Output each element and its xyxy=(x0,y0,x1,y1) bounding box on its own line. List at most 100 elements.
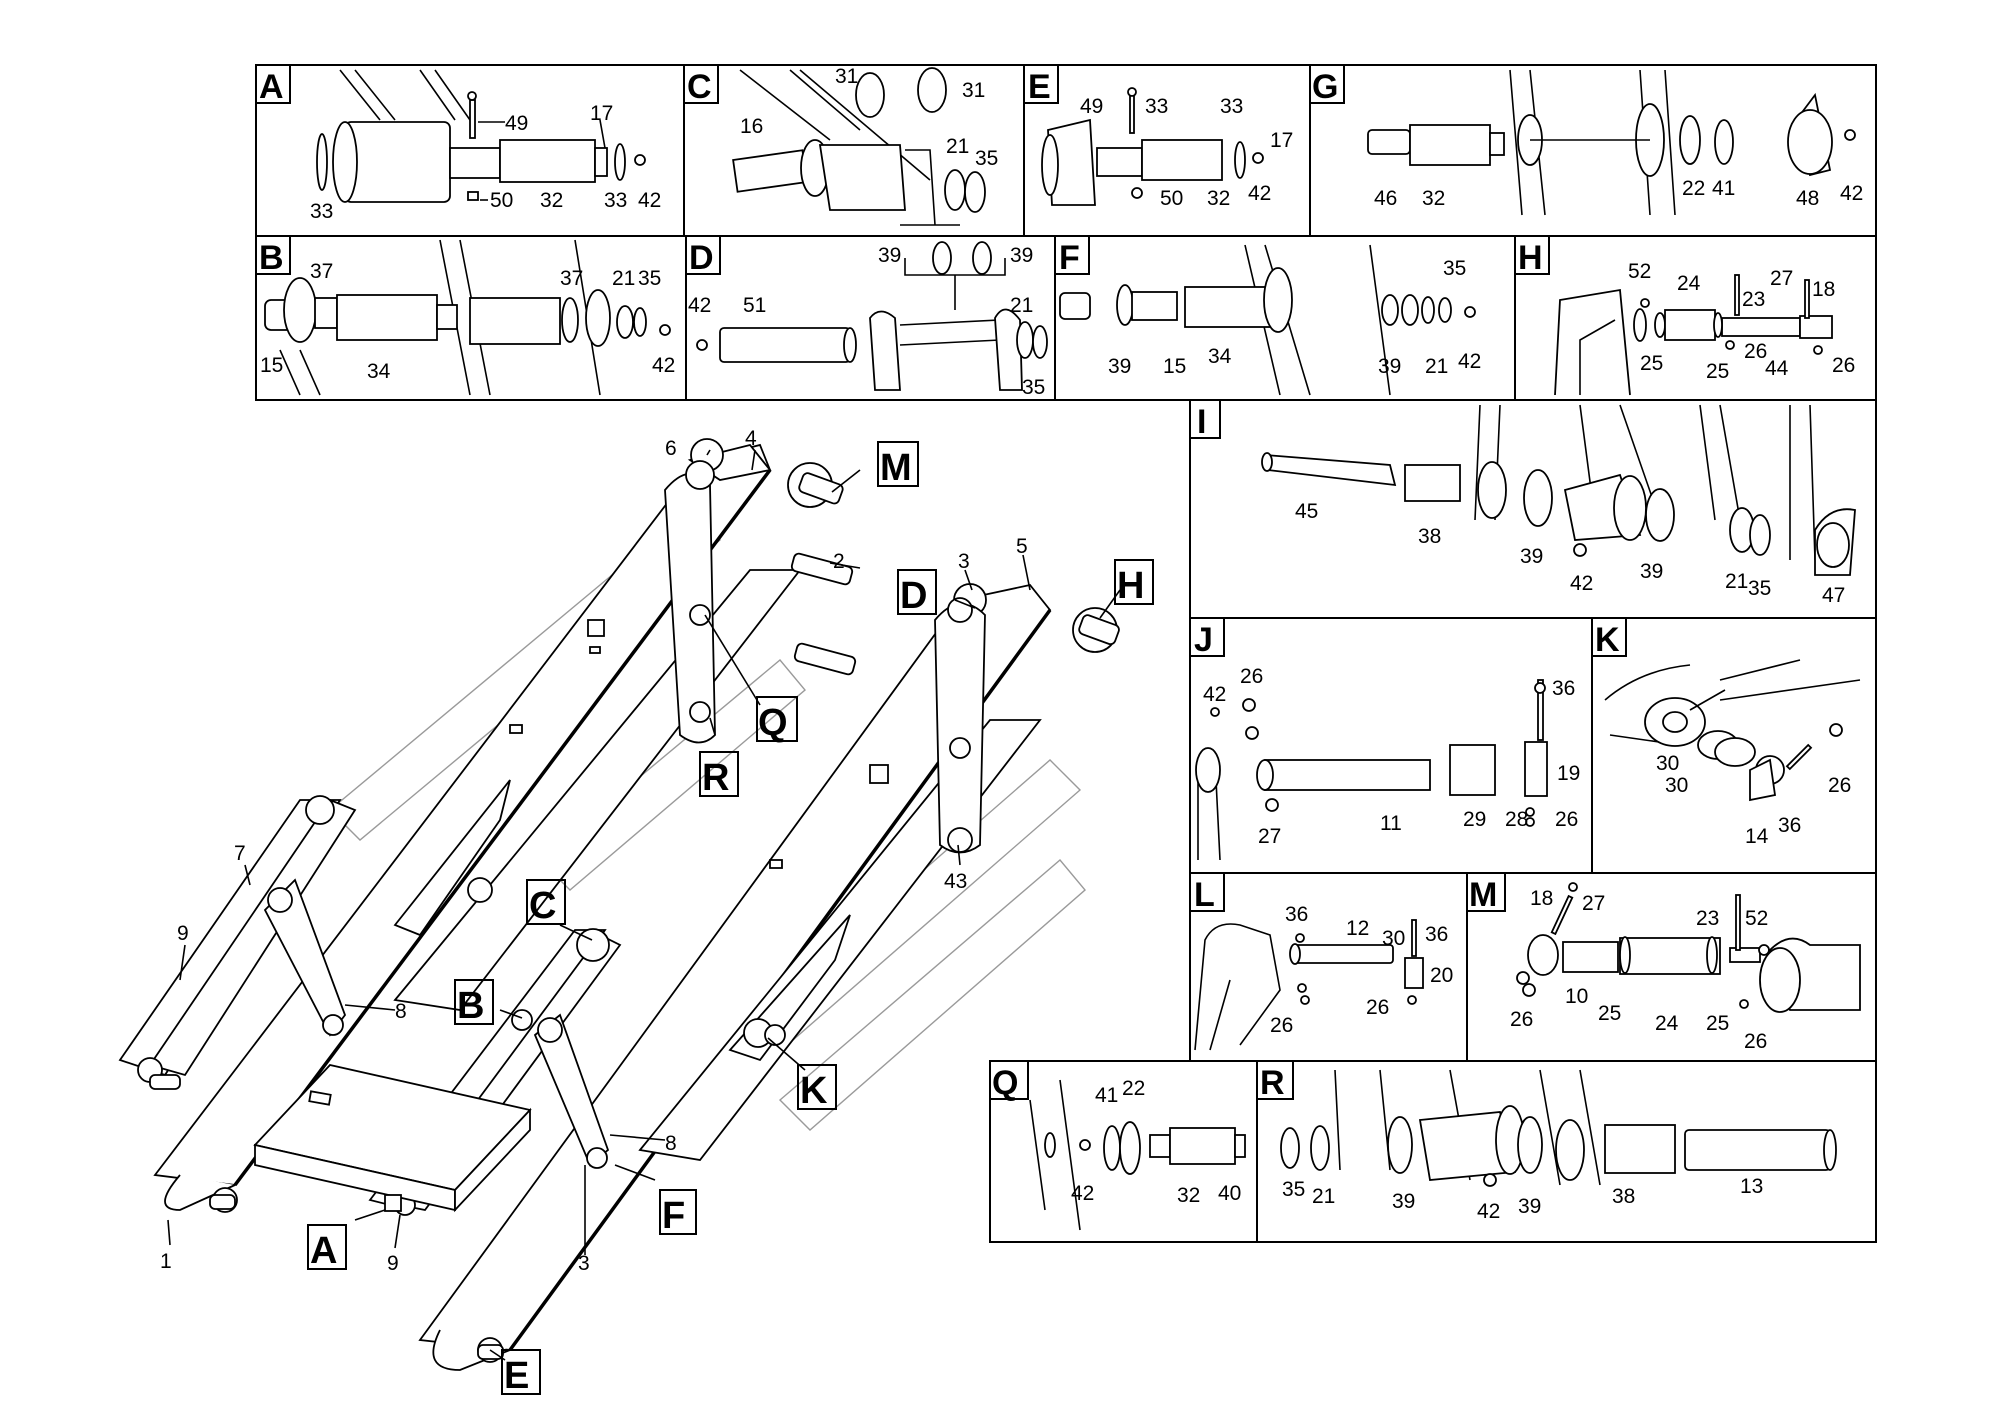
part-number: 25 xyxy=(1598,1002,1621,1025)
part-number: 21 xyxy=(1010,294,1033,317)
part-number: 26 xyxy=(1828,774,1851,797)
callout-a: A xyxy=(310,1230,337,1272)
panel-label-m: M xyxy=(1469,876,1497,914)
part-number: 20 xyxy=(1430,964,1453,987)
part-number: 15 xyxy=(1163,355,1186,378)
part-number: 51 xyxy=(743,294,766,317)
part-number: 5 xyxy=(1016,535,1028,558)
panel-r-drawing xyxy=(1280,1069,1837,1187)
part-number: 37 xyxy=(560,267,583,290)
part-number: 32 xyxy=(1177,1184,1200,1207)
panel-label-d: D xyxy=(689,239,714,277)
part-number: 42 xyxy=(1477,1200,1500,1223)
part-number: 33 xyxy=(310,200,333,223)
part-number: 22 xyxy=(1122,1077,1145,1100)
part-number: 17 xyxy=(590,102,613,125)
main-view-callouts: M D H Q R C B K F A E xyxy=(307,441,1154,1397)
panel-label-f: F xyxy=(1059,239,1080,277)
part-number: 27 xyxy=(1770,267,1793,290)
part-number: 28 xyxy=(1505,808,1528,831)
part-number: 12 xyxy=(1346,917,1369,940)
callout-c: C xyxy=(529,885,556,927)
panel-label-q: Q xyxy=(992,1064,1018,1102)
panel-r-numbers: 35 21 39 42 39 38 13 xyxy=(1282,1175,1763,1223)
part-number: 42 xyxy=(1203,683,1226,706)
panel-f-drawing xyxy=(1059,244,1476,396)
part-number: 26 xyxy=(1555,808,1578,831)
panel-h-numbers: 52 24 27 18 23 25 26 25 44 26 xyxy=(1628,260,1855,383)
part-number: 3 xyxy=(958,550,970,573)
part-number: 42 xyxy=(1458,350,1481,373)
panel-e-numbers: 49 33 33 17 50 32 42 xyxy=(1080,95,1293,210)
panel-label-r: R xyxy=(1260,1064,1285,1102)
panel-label-b: B xyxy=(259,239,284,277)
part-number: 26 xyxy=(1832,354,1855,377)
part-number: 26 xyxy=(1744,1030,1767,1053)
part-number: 36 xyxy=(1778,814,1801,837)
panel-d-drawing xyxy=(696,241,1048,391)
part-number: 18 xyxy=(1530,887,1553,910)
part-number: 14 xyxy=(1745,825,1769,848)
panel-label-e: E xyxy=(1028,68,1051,106)
part-number: 38 xyxy=(1612,1185,1635,1208)
callout-q: Q xyxy=(758,702,788,744)
part-number: 27 xyxy=(1582,892,1605,915)
part-number: 26 xyxy=(1270,1014,1293,1037)
panel-label-g: G xyxy=(1312,68,1338,106)
part-number: 30 xyxy=(1665,774,1688,797)
part-number: 26 xyxy=(1744,340,1767,363)
part-number: 47 xyxy=(1822,584,1845,607)
part-number: 21 xyxy=(1725,570,1748,593)
part-number: 25 xyxy=(1706,360,1729,383)
panel-label-j: J xyxy=(1194,621,1213,659)
panel-label-k: K xyxy=(1595,621,1620,659)
part-number: 15 xyxy=(260,354,283,377)
part-number: 23 xyxy=(1696,907,1719,930)
part-number: 39 xyxy=(1640,560,1663,583)
part-number: 21 xyxy=(1425,355,1448,378)
panel-label-l: L xyxy=(1194,876,1215,914)
part-number: 36 xyxy=(1285,903,1308,926)
part-number: 48 xyxy=(1796,187,1819,210)
part-number: 37 xyxy=(310,260,333,283)
part-number: 32 xyxy=(1422,187,1445,210)
part-number: 33 xyxy=(1220,95,1243,118)
part-number: 46 xyxy=(1374,187,1397,210)
part-number: 35 xyxy=(1022,376,1045,399)
callout-r: R xyxy=(702,757,729,799)
panel-i-drawing xyxy=(1261,404,1856,576)
part-number: 35 xyxy=(1443,257,1466,280)
callout-m: M xyxy=(880,447,912,489)
part-number: 16 xyxy=(740,115,763,138)
part-number: 1 xyxy=(160,1250,172,1273)
part-number: 25 xyxy=(1640,352,1663,375)
panel-l-drawing xyxy=(1194,919,1424,1051)
part-number: 36 xyxy=(1425,923,1448,946)
panel-q-numbers: 41 22 42 32 40 xyxy=(1071,1077,1241,1207)
panel-h-drawing xyxy=(1554,274,1833,396)
part-number: 22 xyxy=(1682,177,1705,200)
part-number: 44 xyxy=(1765,357,1789,380)
panel-label-a: A xyxy=(259,68,284,106)
panel-k-numbers: 30 30 26 14 36 xyxy=(1656,752,1851,848)
callout-d: D xyxy=(900,575,927,617)
part-number: 49 xyxy=(1080,95,1103,118)
callout-b: B xyxy=(457,985,484,1027)
panel-q-drawing xyxy=(1029,1079,1246,1231)
part-number: 25 xyxy=(1706,1012,1729,1035)
part-number: 36 xyxy=(1552,677,1575,700)
part-number: 42 xyxy=(652,354,675,377)
panel-a-numbers: 49 17 33 50 32 33 42 xyxy=(310,102,661,223)
part-number: 33 xyxy=(604,189,627,212)
part-number: 8 xyxy=(665,1132,677,1155)
part-number: 9 xyxy=(177,922,189,945)
panel-k-drawing xyxy=(1604,659,1861,802)
part-number: 26 xyxy=(1510,1008,1533,1031)
part-number: 39 xyxy=(1010,244,1033,267)
panel-c-numbers: 31 31 16 21 35 xyxy=(740,65,998,170)
callout-f: F xyxy=(662,1195,685,1237)
part-number: 35 xyxy=(975,147,998,170)
part-number: 31 xyxy=(835,65,858,88)
part-number: 39 xyxy=(1378,355,1401,378)
part-number: 11 xyxy=(1380,812,1402,835)
